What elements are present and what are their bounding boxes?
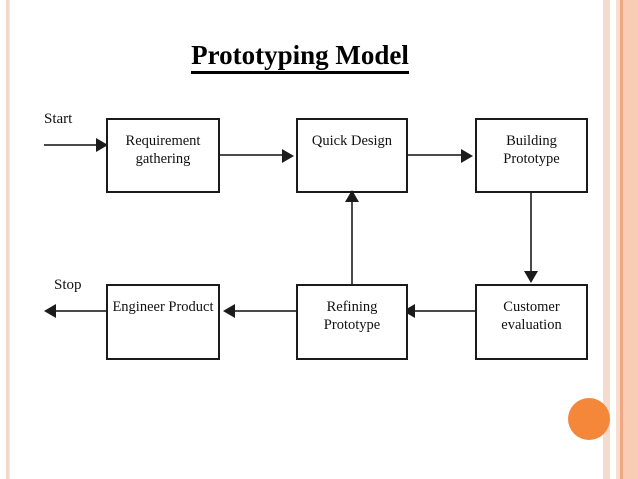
edge-start-to-requirement	[44, 144, 100, 146]
arrowhead-engineer-to-stop	[44, 304, 56, 318]
edge-quick-design-to-building	[408, 154, 463, 156]
edge-customer-to-refining	[412, 310, 475, 312]
stop-label: Stop	[54, 277, 82, 293]
left-edge-stripe	[6, 0, 9, 479]
node-refining-prototype-label: Refining Prototype	[323, 299, 381, 334]
orange-circle-decoration	[568, 398, 610, 440]
edge-refining-to-engineer	[232, 310, 296, 312]
node-requirement-gathering[interactable]: Requirement gathering	[106, 118, 220, 193]
edge-engineer-to-stop	[56, 310, 106, 312]
node-building-prototype[interactable]: Building Prototype	[475, 118, 588, 193]
edge-building-to-customer	[530, 193, 532, 273]
arrowhead-requirement-to-quick-design	[282, 149, 294, 163]
node-refining-prototype[interactable]: Refining Prototype	[296, 284, 408, 360]
right-edge-stripe-1	[603, 0, 610, 479]
start-label: Start	[44, 111, 73, 127]
node-customer-evaluation[interactable]: Customer evaluation	[475, 284, 588, 360]
slide-title-text: Prototyping Model	[191, 40, 409, 74]
edge-requirement-to-quick-design	[220, 154, 284, 156]
node-requirement-gathering-label: Requirement gathering	[125, 133, 201, 168]
arrowhead-refining-to-engineer	[223, 304, 235, 318]
slide-title: Prototyping Model	[0, 40, 600, 74]
edge-refining-to-quick-design	[351, 198, 353, 284]
right-edge-stripe-3	[623, 0, 638, 479]
node-building-prototype-label: Building Prototype	[503, 133, 560, 168]
left-edge-stripe-inner	[9, 0, 10, 479]
right-edge-stripe-2	[616, 0, 620, 479]
node-engineer-product-label: Engineer Product	[112, 299, 214, 315]
arrowhead-quick-design-to-building	[461, 149, 473, 163]
arrowhead-refining-to-quick-design	[345, 190, 359, 202]
arrowhead-start-to-requirement	[96, 138, 108, 152]
node-customer-evaluation-label: Customer evaluation	[501, 299, 562, 334]
node-engineer-product[interactable]: Engineer Product	[106, 284, 220, 360]
arrowhead-building-to-customer	[524, 271, 538, 283]
node-quick-design-label: Quick Design	[311, 133, 393, 149]
right-edge-gap	[610, 0, 616, 479]
right-edge-rule	[620, 0, 623, 479]
node-quick-design[interactable]: Quick Design	[296, 118, 408, 193]
